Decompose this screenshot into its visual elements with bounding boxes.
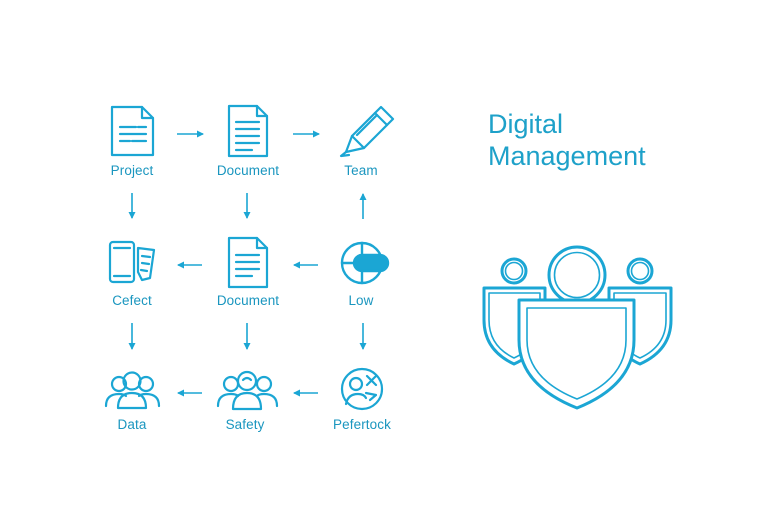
document-icon <box>227 104 269 158</box>
document-icon <box>227 236 269 289</box>
node-label-data: Data <box>117 417 147 432</box>
title-line-2: Management <box>488 141 646 171</box>
phone-icon <box>108 240 156 284</box>
team-shield-icon <box>482 245 673 410</box>
person-cross-icon <box>340 367 384 411</box>
people-group-icon <box>104 371 161 410</box>
target-icon <box>340 241 390 285</box>
pen-icon <box>339 105 395 158</box>
node-label-low: Low <box>348 293 374 308</box>
title-line-1: Digital <box>488 109 564 139</box>
node-label-project: Project <box>110 163 154 178</box>
node-label-document: Document <box>216 163 280 178</box>
node-label-document: Document <box>216 293 280 308</box>
center-member-shield <box>517 245 636 410</box>
node-label-team: Team <box>344 163 378 178</box>
document-icon <box>110 105 155 157</box>
node-label-safety: Safety <box>225 417 265 432</box>
node-label-pefertock: Pefertock <box>333 417 391 432</box>
people-group-icon <box>216 370 279 411</box>
node-label-cefect: Cefect <box>112 293 152 308</box>
